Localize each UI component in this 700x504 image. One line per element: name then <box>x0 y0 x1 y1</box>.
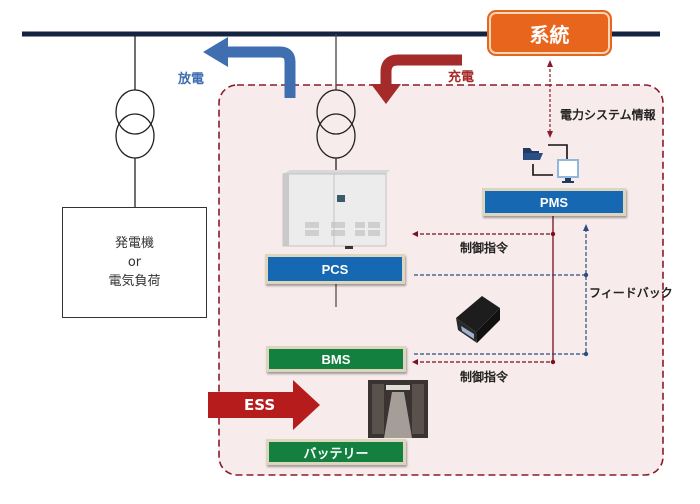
bms-module-image <box>456 296 500 343</box>
battery-label: バッテリー <box>303 445 369 461</box>
power-system-info-label: 電力システム情報 <box>560 108 656 122</box>
pcs-label: PCS <box>321 261 349 277</box>
grid-label: 系統 <box>487 10 612 56</box>
pcs-box: PCS <box>265 254 405 284</box>
folder-icon <box>523 148 543 160</box>
feedback-label: フィードバック <box>589 286 673 300</box>
charge-label: 充電 <box>448 70 475 85</box>
or-label: or <box>127 255 142 270</box>
control-command-top-label: 制御指令 <box>460 241 509 255</box>
bms-box: BMS <box>266 346 406 372</box>
generator-label: 発電機 <box>114 236 154 251</box>
generator-load-box: 発電機 or 電気負荷 <box>62 207 207 318</box>
ess-label: ESS <box>244 396 276 414</box>
discharge-arrow <box>225 46 296 98</box>
monitor-icon <box>557 159 579 183</box>
battery-rack-image <box>368 380 428 438</box>
bms-label: BMS <box>321 351 351 367</box>
ess-arrow <box>208 380 320 430</box>
pms-label: PMS <box>539 194 569 210</box>
transformer-left-icon <box>115 89 155 159</box>
battery-box: バッテリー <box>266 439 406 465</box>
discharge-label: 放電 <box>178 72 205 87</box>
control-command-bottom-label: 制御指令 <box>460 370 509 384</box>
pcs-cabinet-image <box>282 170 390 249</box>
load-label: 電気負荷 <box>108 274 161 289</box>
charge-arrow <box>380 54 462 86</box>
pms-box: PMS <box>482 188 626 216</box>
